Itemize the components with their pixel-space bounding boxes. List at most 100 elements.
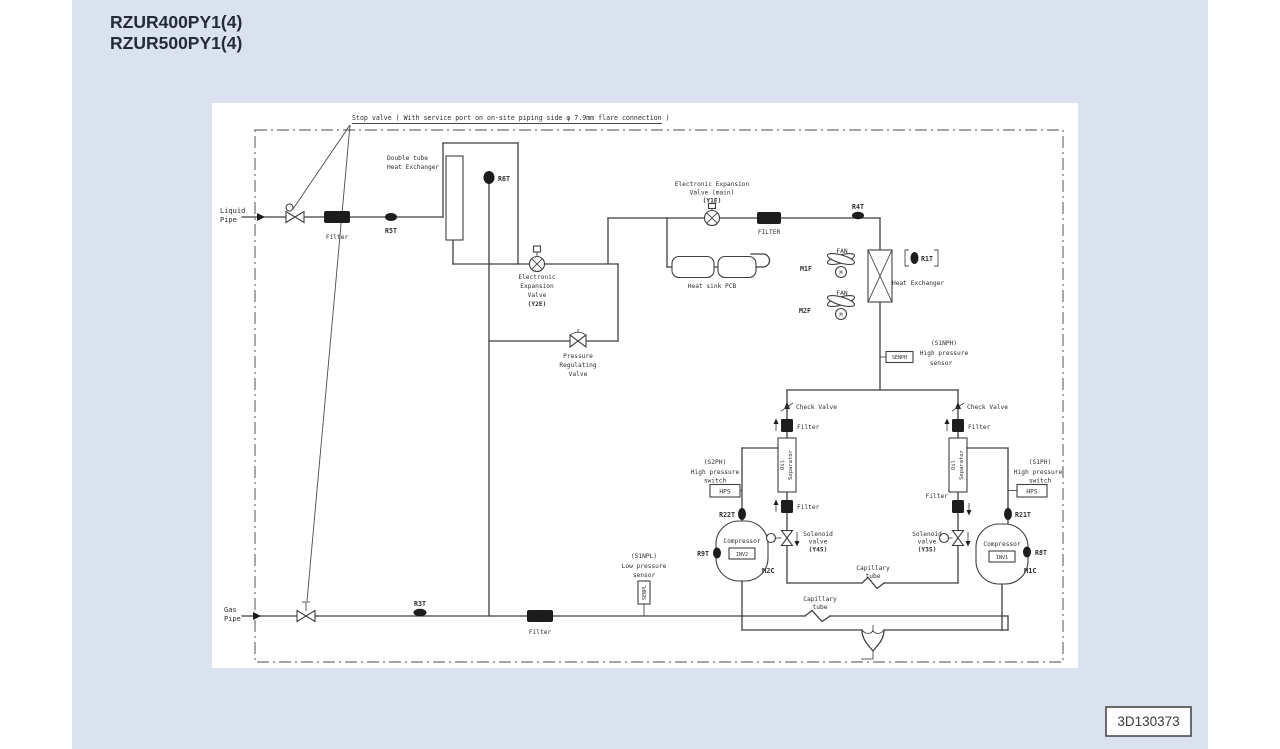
r3t-label: R3T	[414, 600, 426, 608]
oil-filter-left-icon	[781, 500, 793, 513]
high-pressure-switch-right: (S1PH) High pressure switch HPS	[1008, 459, 1063, 498]
high-pressure-sensor: SENPH (S1NPH) High pressure sensor	[880, 340, 968, 367]
r1t-sensor-icon	[910, 252, 919, 264]
heat-sink-pcb-block-2	[717, 255, 757, 279]
prv-label-1: Pressure	[563, 353, 593, 360]
flow-arrow-liquid	[257, 213, 265, 221]
s1npl-label-3: sensor	[633, 572, 656, 579]
s1ph-label-2: High pressure	[1014, 469, 1063, 476]
fan1-label: FAN	[836, 248, 847, 255]
fan2-motor-m: M	[839, 313, 842, 319]
solenoid-valve-y3s: Solenoid valve (Y3S)	[912, 529, 971, 554]
y4s-label-1: Solenoid	[803, 531, 833, 538]
r21t-label: R21T	[1015, 511, 1031, 519]
discharge-filter-right-label: Filter	[968, 424, 991, 431]
gas-stop-valve-icon	[296, 601, 316, 623]
r5t-label: R5T	[385, 227, 397, 235]
check-valve-left-label: Check Valve	[796, 404, 837, 411]
pcb-return-bend	[750, 253, 771, 268]
main-filter-label: FILTER	[758, 229, 781, 236]
diagram-panel	[212, 103, 1078, 668]
inv2-box	[728, 547, 756, 560]
oil-filter-right-label: Filter	[926, 493, 949, 500]
r6t-label: R6T	[498, 175, 510, 183]
double-tube-hx-body	[445, 155, 464, 241]
s1nph-label-2: High pressure	[920, 350, 969, 357]
r1t-sensor: R1T	[904, 249, 939, 267]
gas-filter-icon	[527, 610, 553, 622]
capillary-upper-label-1: Capillary	[856, 565, 890, 572]
stop-valve-note: Stop valve ( With service port on on-sit…	[292, 114, 670, 602]
senph-box	[885, 350, 914, 364]
r1t-label: R1T	[921, 255, 933, 263]
r8t-label: R8T	[1035, 549, 1047, 557]
s1ph-label: (S1PH)	[1029, 459, 1051, 466]
inv2-label: INV2	[736, 552, 748, 558]
oil-filter-left-label: Filter	[797, 504, 820, 511]
drawing-number: 3D130373	[1105, 706, 1192, 737]
liquid-filter-icon	[324, 211, 350, 223]
note-leader-gas	[306, 124, 351, 602]
heat-sink-pcb-block-1	[671, 255, 715, 279]
r6t-sensor-icon	[483, 171, 495, 184]
pressure-regulating-valve: Pressure Regulating Valve	[488, 329, 619, 378]
check-valve-left: Check Valve	[780, 402, 837, 412]
fan-1: FAN M M1F	[800, 248, 856, 279]
oil-return-left: Filter Solenoid valve (Y4S)	[765, 499, 833, 554]
oil-separator-right-label-2: Separator	[959, 449, 965, 479]
s2ph-label-2: High pressure	[691, 469, 740, 476]
suction-manifold	[741, 615, 1009, 660]
gas-label: Gas	[224, 606, 237, 614]
r22t-label: R22T	[719, 511, 735, 519]
s1ph-label-3: switch	[1029, 478, 1052, 485]
double-tube-label-2: Heat Exchanger	[387, 164, 439, 171]
m2c-label: M2C	[762, 567, 775, 575]
senph-label: SENPH	[892, 355, 907, 361]
hps-left-label: HPS	[719, 489, 730, 496]
r22t-sensor-icon	[738, 508, 746, 520]
outdoor-heat-exchanger: FAN M M1F FAN M M2F R1T Heat Exchanger	[799, 217, 944, 391]
liquid-stop-valve-icon	[285, 203, 305, 224]
r21t-sensor-icon	[1004, 508, 1012, 520]
discharge-branch: Check Valve Check Valve Filter Filter Oi…	[773, 389, 1008, 584]
discharge-filter-left: Filter	[773, 418, 820, 432]
s2ph-label: (S2PH)	[704, 459, 726, 466]
outdoor-hx-label: Heat Exchanger	[892, 280, 944, 287]
fan-2: FAN M M2F	[799, 290, 856, 321]
title-block: RZUR400PY1(4) RZUR500PY1(4)	[110, 12, 242, 53]
r4t-sensor-icon	[852, 211, 864, 220]
drawing-number-text: 3D130373	[1117, 714, 1179, 729]
r9t-sensor-icon	[713, 547, 721, 559]
fan1-motor-m: M	[839, 271, 842, 277]
stop-valve-note-text: Stop valve ( With service port on on-sit…	[352, 114, 670, 122]
inv1-label: INV1	[996, 555, 1008, 561]
inv1-box	[988, 550, 1016, 563]
r9t-label: R9T	[697, 550, 709, 558]
fan2-motor-icon	[834, 307, 848, 321]
y2e-label-3: Valve	[528, 292, 547, 299]
r4t-label: R4T	[852, 203, 864, 211]
y1e-label-3: (Y1E)	[703, 198, 722, 205]
compressor-left-label: Compressor	[723, 538, 761, 545]
r6t-sensor: R6T	[483, 171, 510, 617]
gas-pipe-label: Pipe	[224, 615, 241, 623]
heat-sink-pcb: Heat sink PCB	[666, 217, 771, 290]
y2e-label-2: Expansion	[520, 283, 554, 290]
y3s-label-2: valve	[918, 539, 937, 546]
model-title-line1: RZUR400PY1(4)	[110, 12, 242, 32]
model-title-line2: RZUR500PY1(4)	[110, 33, 242, 53]
compressor-right-circuit: R21T Compressor INV1 R8T M1C	[966, 447, 1047, 631]
drawing-number-box	[1105, 706, 1192, 737]
compressor-right-label: Compressor	[983, 541, 1021, 548]
discharge-filter-left-label: Filter	[797, 424, 820, 431]
y2e-label-1: Electronic	[518, 274, 556, 281]
y4s-label-3: (Y4S)	[809, 547, 828, 554]
y1e-label-1: Electronic Expansion	[675, 181, 750, 188]
discharge-filter-right: Filter	[944, 418, 991, 432]
hps-right-label: HPS	[1026, 489, 1037, 496]
check-valve-right: Check Valve	[951, 402, 1008, 412]
solenoid-valve-y4s: Solenoid valve (Y4S)	[765, 529, 833, 554]
oil-separator-left-body	[777, 437, 797, 493]
oil-separator-left-label-2: Separator	[788, 449, 794, 479]
capillary-upper-zigzag	[861, 576, 885, 590]
